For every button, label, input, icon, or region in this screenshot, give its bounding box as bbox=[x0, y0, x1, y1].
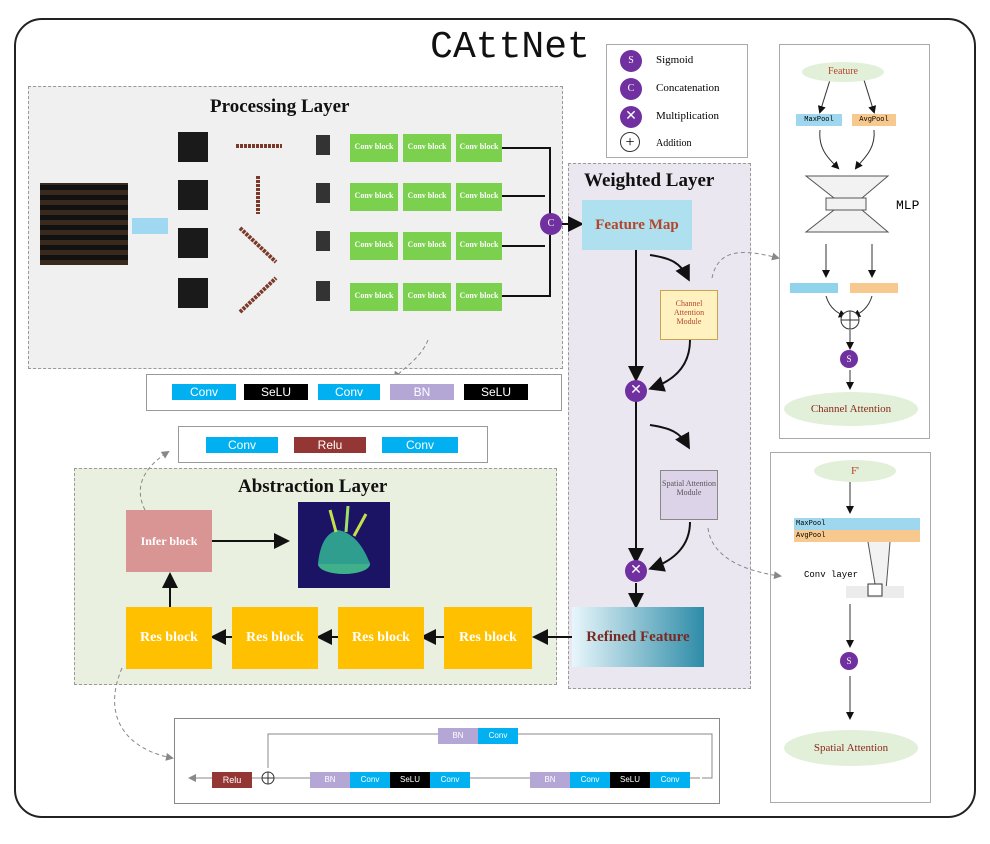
plot-shape-icon bbox=[318, 505, 370, 574]
conv-block-r2c3: Conv block bbox=[456, 183, 502, 211]
infer-block: Infer block bbox=[126, 510, 212, 572]
ca-avgpool: AvgPool bbox=[852, 114, 896, 126]
refined-feature-box: Refined Feature bbox=[572, 607, 704, 667]
conv-block-r2c2: Conv block bbox=[403, 183, 451, 211]
legend-multiplication-label: Multiplication bbox=[656, 110, 719, 122]
sa-output: Spatial Attention bbox=[784, 730, 918, 766]
conv-block-r4c1: Conv block bbox=[350, 283, 398, 311]
spatial-attention-module: Spatial Attention Module bbox=[660, 470, 718, 520]
diagram-title: CAttNet bbox=[430, 26, 590, 69]
legend-sigmoid-label: Sigmoid bbox=[656, 54, 694, 66]
channel-attention-module: Channel Attention Module bbox=[660, 290, 718, 340]
residual-detail-box bbox=[174, 718, 720, 804]
res-block-4: Res block bbox=[444, 607, 532, 669]
res-block-2: Res block bbox=[232, 607, 318, 669]
feature-map-box: Feature Map bbox=[582, 200, 692, 250]
sigmoid-legend-icon: S bbox=[620, 50, 642, 72]
legend-addition-label: Addition bbox=[656, 138, 692, 149]
sa-avgpool: AvgPool bbox=[794, 530, 920, 542]
output-3d-plot bbox=[298, 502, 390, 588]
legend-concat-label: Concatenation bbox=[656, 82, 720, 94]
sa-sigmoid-icon: S bbox=[840, 652, 858, 670]
processing-layer-title: Processing Layer bbox=[210, 96, 350, 117]
conv-block-r4c3: Conv block bbox=[456, 283, 502, 311]
res-top-bn: BN bbox=[438, 728, 478, 744]
res-seq2-conv2: Conv bbox=[650, 772, 690, 788]
outer-frame bbox=[14, 18, 976, 818]
selu-seq-2: Conv bbox=[318, 384, 380, 400]
res-block-1: Res block bbox=[126, 607, 212, 669]
res-seq1-bn: BN bbox=[310, 772, 350, 788]
conv-block-r2c1: Conv block bbox=[350, 183, 398, 211]
thumbnail-rows bbox=[178, 132, 330, 314]
res-top-conv: Conv bbox=[478, 728, 518, 744]
abstraction-layer-title: Abstraction Layer bbox=[238, 476, 388, 497]
multiply-icon-2: ✕ bbox=[625, 560, 647, 582]
ca-mlp: MLP bbox=[896, 198, 920, 213]
sa-maxpool: MaxPool bbox=[794, 518, 920, 530]
res-seq2-selu: SeLU bbox=[610, 772, 650, 788]
relu-seq-2: Conv bbox=[382, 437, 458, 453]
input-image-grid bbox=[40, 183, 128, 265]
conv-block-r1c2: Conv block bbox=[403, 134, 451, 162]
res-seq1-conv2: Conv bbox=[430, 772, 470, 788]
selu-seq-1: SeLU bbox=[244, 384, 308, 400]
sa-input: F' bbox=[814, 460, 896, 482]
channel-attention-detail bbox=[779, 44, 930, 439]
selu-seq-3: BN bbox=[390, 384, 454, 400]
conv-block-r3c2: Conv block bbox=[403, 232, 451, 260]
selu-seq-0: Conv bbox=[172, 384, 236, 400]
addition-legend-icon: + bbox=[620, 132, 640, 152]
res-seq2-bn: BN bbox=[530, 772, 570, 788]
res-seq1-selu: SeLU bbox=[390, 772, 430, 788]
ca-maxpool: MaxPool bbox=[796, 114, 842, 126]
concat-legend-icon: C bbox=[620, 78, 642, 100]
relu-seq-0: Conv bbox=[206, 437, 278, 453]
ca-output: Channel Attention bbox=[784, 392, 918, 426]
res-seq1-conv: Conv bbox=[350, 772, 390, 788]
conv-block-r3c3: Conv block bbox=[456, 232, 502, 260]
selu-seq-4: SeLU bbox=[464, 384, 528, 400]
conv-block-r1c3: Conv block bbox=[456, 134, 502, 162]
sa-conv: Conv layer bbox=[804, 570, 859, 580]
input-arrow bbox=[132, 218, 168, 234]
res-relu: Relu bbox=[212, 772, 252, 788]
multiplication-legend-icon: ✕ bbox=[620, 106, 642, 128]
concat-icon: C bbox=[540, 213, 562, 235]
conv-block-r1c1: Conv block bbox=[350, 134, 398, 162]
ca-feature: Feature bbox=[802, 62, 884, 82]
res-block-3: Res block bbox=[338, 607, 424, 669]
multiply-icon-1: ✕ bbox=[625, 380, 647, 402]
relu-seq-1: Relu bbox=[294, 437, 366, 453]
conv-block-r3c1: Conv block bbox=[350, 232, 398, 260]
weighted-layer-title: Weighted Layer bbox=[584, 170, 715, 191]
conv-block-r4c2: Conv block bbox=[403, 283, 451, 311]
ca-sigmoid-icon: S bbox=[840, 350, 858, 368]
res-seq2-conv: Conv bbox=[570, 772, 610, 788]
